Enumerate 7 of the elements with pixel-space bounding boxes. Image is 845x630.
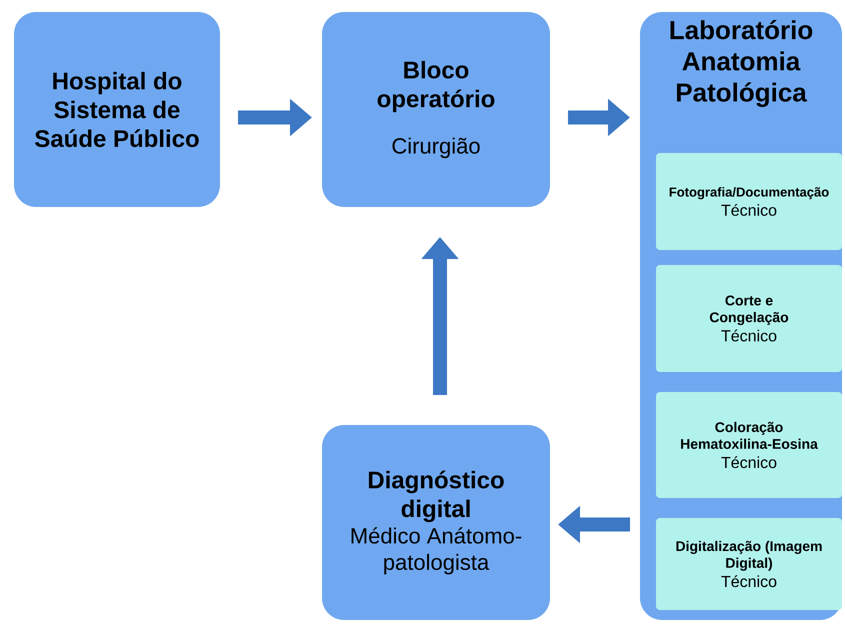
step-box: Coloração Hematoxilina-Eosina Técnico [656,392,842,498]
step-box: Digitalização (Imagem Digital) Técnico [656,518,842,610]
process-box: Bloco operatório Cirurgião [322,12,550,207]
step-box: Fotografia/Documentação Técnico [656,153,842,250]
step-box: Corte e Congelação Técnico [656,265,842,372]
process-box: Diagnóstico digital Médico Anátomo-patologista [322,425,550,620]
process-box: Hospital do Sistema de Saúde Público [14,12,220,207]
